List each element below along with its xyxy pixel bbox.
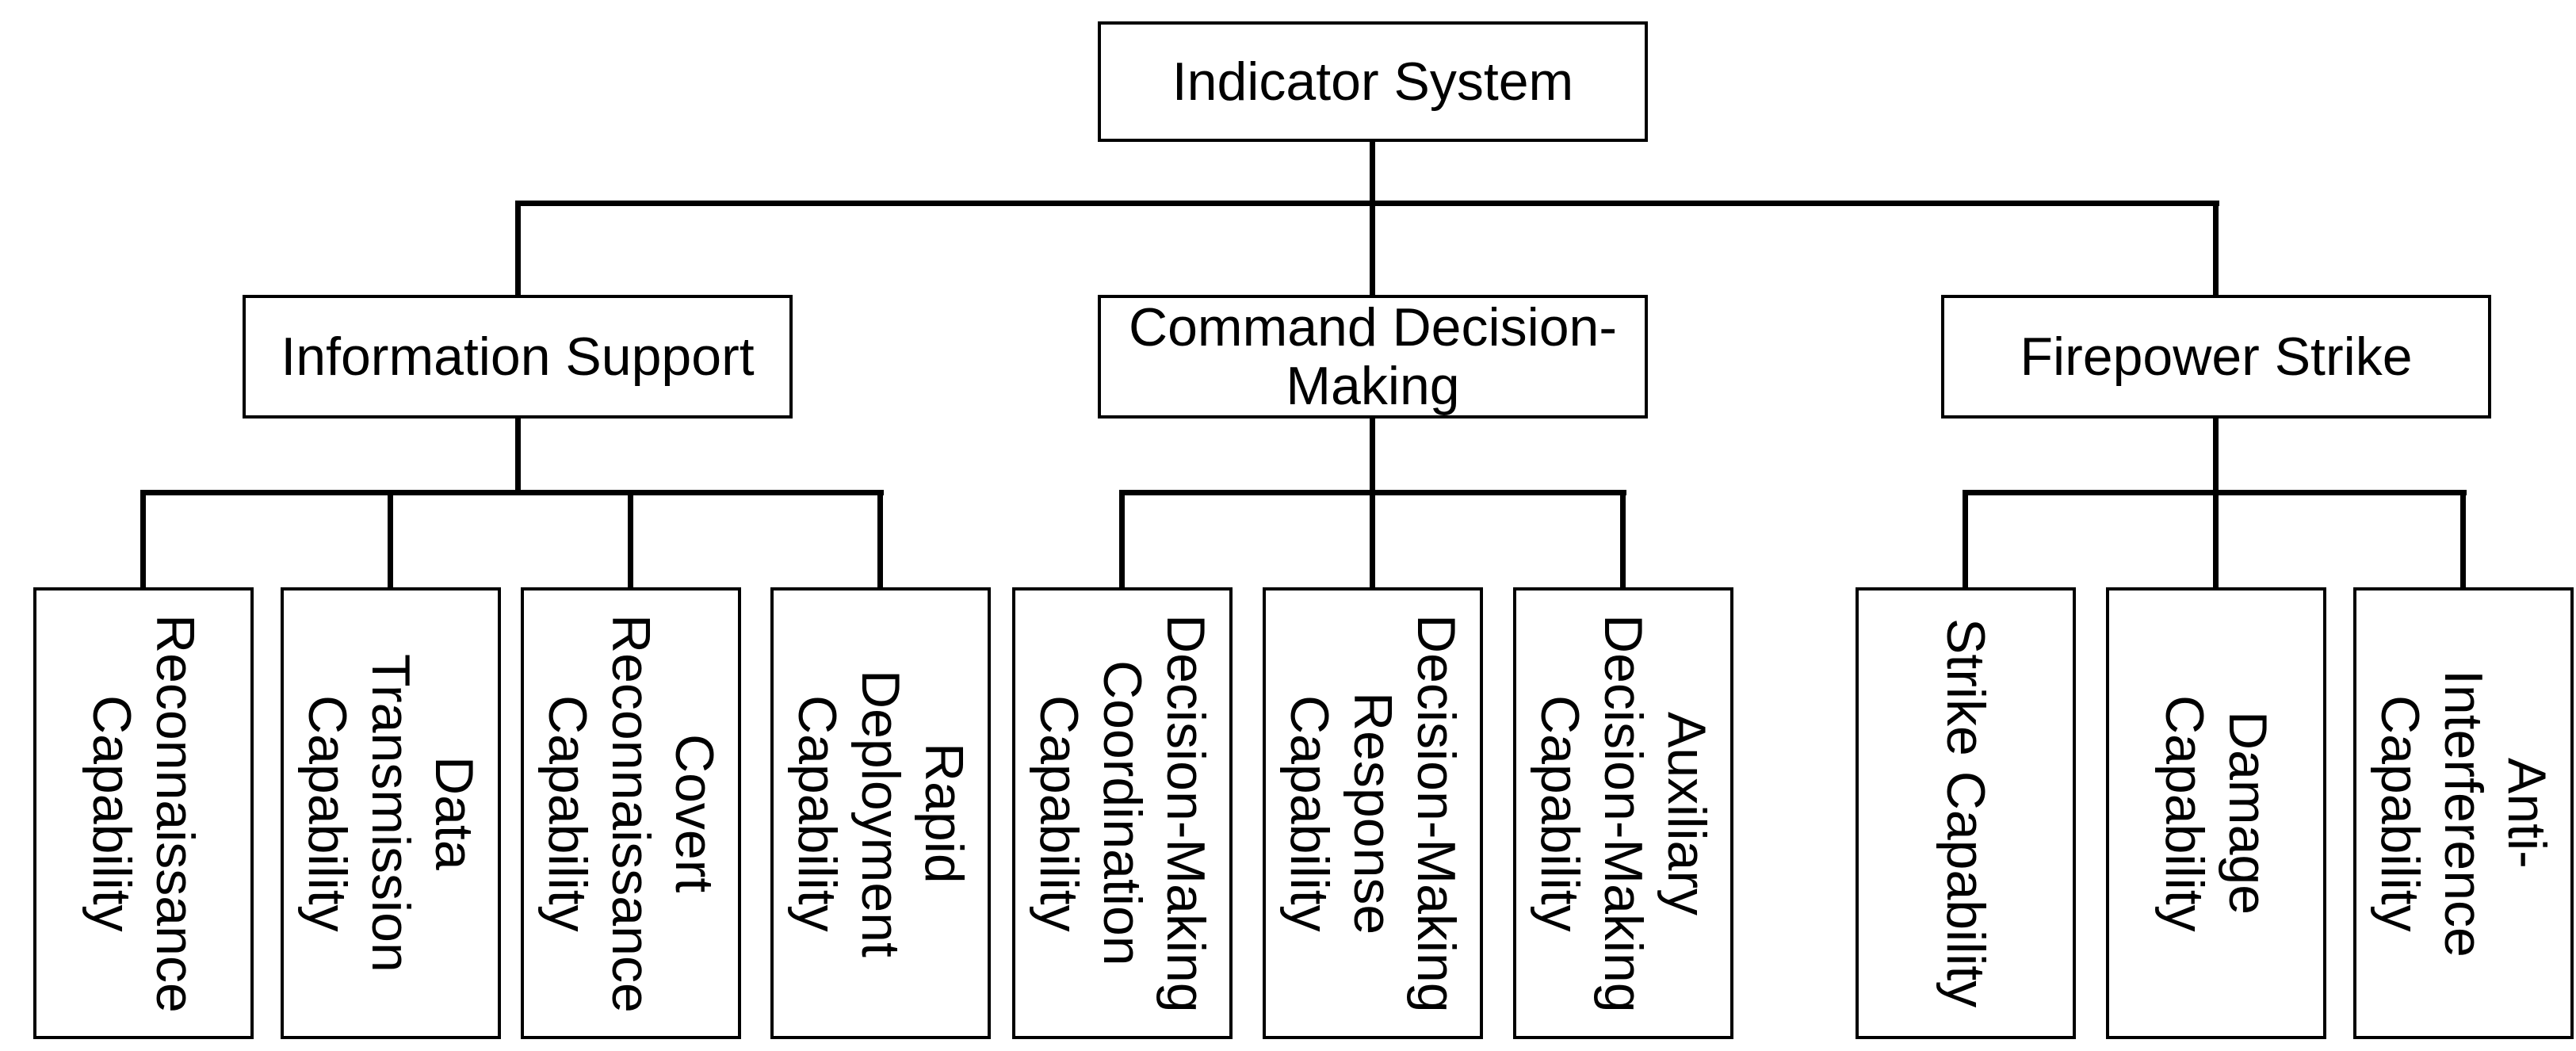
connector-drop-information-support [515,201,521,295]
connector-drop-firepower-strike [2213,201,2219,295]
node-covert-reconnaissance-capability: Covert Reconnaissance Capability [521,587,741,1039]
node-decision-making-response-capability-label: Decision-Making Response Capability [1279,613,1466,1013]
node-command-decision-making: Command Decision- Making [1098,295,1648,418]
node-rapid-deployment-capability: Rapid Deployment Capability [770,587,991,1039]
connector-stub-rapid-deployment [877,490,883,587]
connector-stub-auxiliary-dm [1620,490,1626,587]
connector-bar-information-group [140,490,884,495]
node-reconnaissance-capability-label: Reconnaissance Capability [82,613,205,1013]
connector-stub-anti-interference [2460,490,2466,587]
node-data-transmission-capability: Data Transmission Capability [281,587,501,1039]
node-covert-reconnaissance-capability-label: Covert Reconnaissance Capability [537,613,724,1013]
node-strike-capability-label: Strike Capability [1936,618,1996,1008]
connector-stub-dm-response [1370,490,1375,587]
connector-command-decision-children-drop [1370,418,1375,495]
node-damage-capability: Damage Capability [2106,587,2326,1039]
node-information-support: Information Support [243,295,793,418]
node-strike-capability: Strike Capability [1856,587,2076,1039]
node-decision-making-coordination-capability: Decision-Making Coordination Capability [1012,587,1233,1039]
node-decision-making-coordination-capability-label: Decision-Making Coordination Capability [1029,613,1216,1013]
node-reconnaissance-capability: Reconnaissance Capability [33,587,254,1039]
node-damage-capability-label: Damage Capability [2154,694,2278,932]
node-indicator-system-label: Indicator System [1171,52,1574,112]
node-information-support-label: Information Support [281,327,755,387]
connector-firepower-strike-children-drop [2213,418,2219,495]
connector-root-drop [1370,142,1375,295]
node-rapid-deployment-capability-label: Rapid Deployment Capability [787,669,974,957]
node-indicator-system: Indicator System [1098,21,1648,142]
node-auxiliary-decision-making-capability-label: Auxiliary Decision-Making Capability [1530,613,1717,1013]
connector-stub-dm-coordination [1119,490,1125,587]
node-firepower-strike-label: Firepower Strike [2020,327,2413,387]
connector-trunk [515,201,2219,206]
connector-stub-covert-reconnaissance [628,490,633,587]
node-anti-interference-capability: Anti- Interference Capability [2353,587,2574,1039]
connector-stub-data-transmission [388,490,393,587]
connector-information-support-children-drop [515,418,521,495]
node-decision-making-response-capability: Decision-Making Response Capability [1263,587,1483,1039]
node-firepower-strike: Firepower Strike [1941,295,2491,418]
connector-stub-damage [2213,490,2219,587]
connector-stub-reconnaissance [140,490,146,587]
node-anti-interference-capability-label: Anti- Interference Capability [2370,669,2557,957]
node-command-decision-making-label: Command Decision- Making [1129,297,1617,416]
node-auxiliary-decision-making-capability: Auxiliary Decision-Making Capability [1513,587,1733,1039]
node-data-transmission-capability-label: Data Transmission Capability [297,654,484,973]
connector-stub-strike [1963,490,1968,587]
